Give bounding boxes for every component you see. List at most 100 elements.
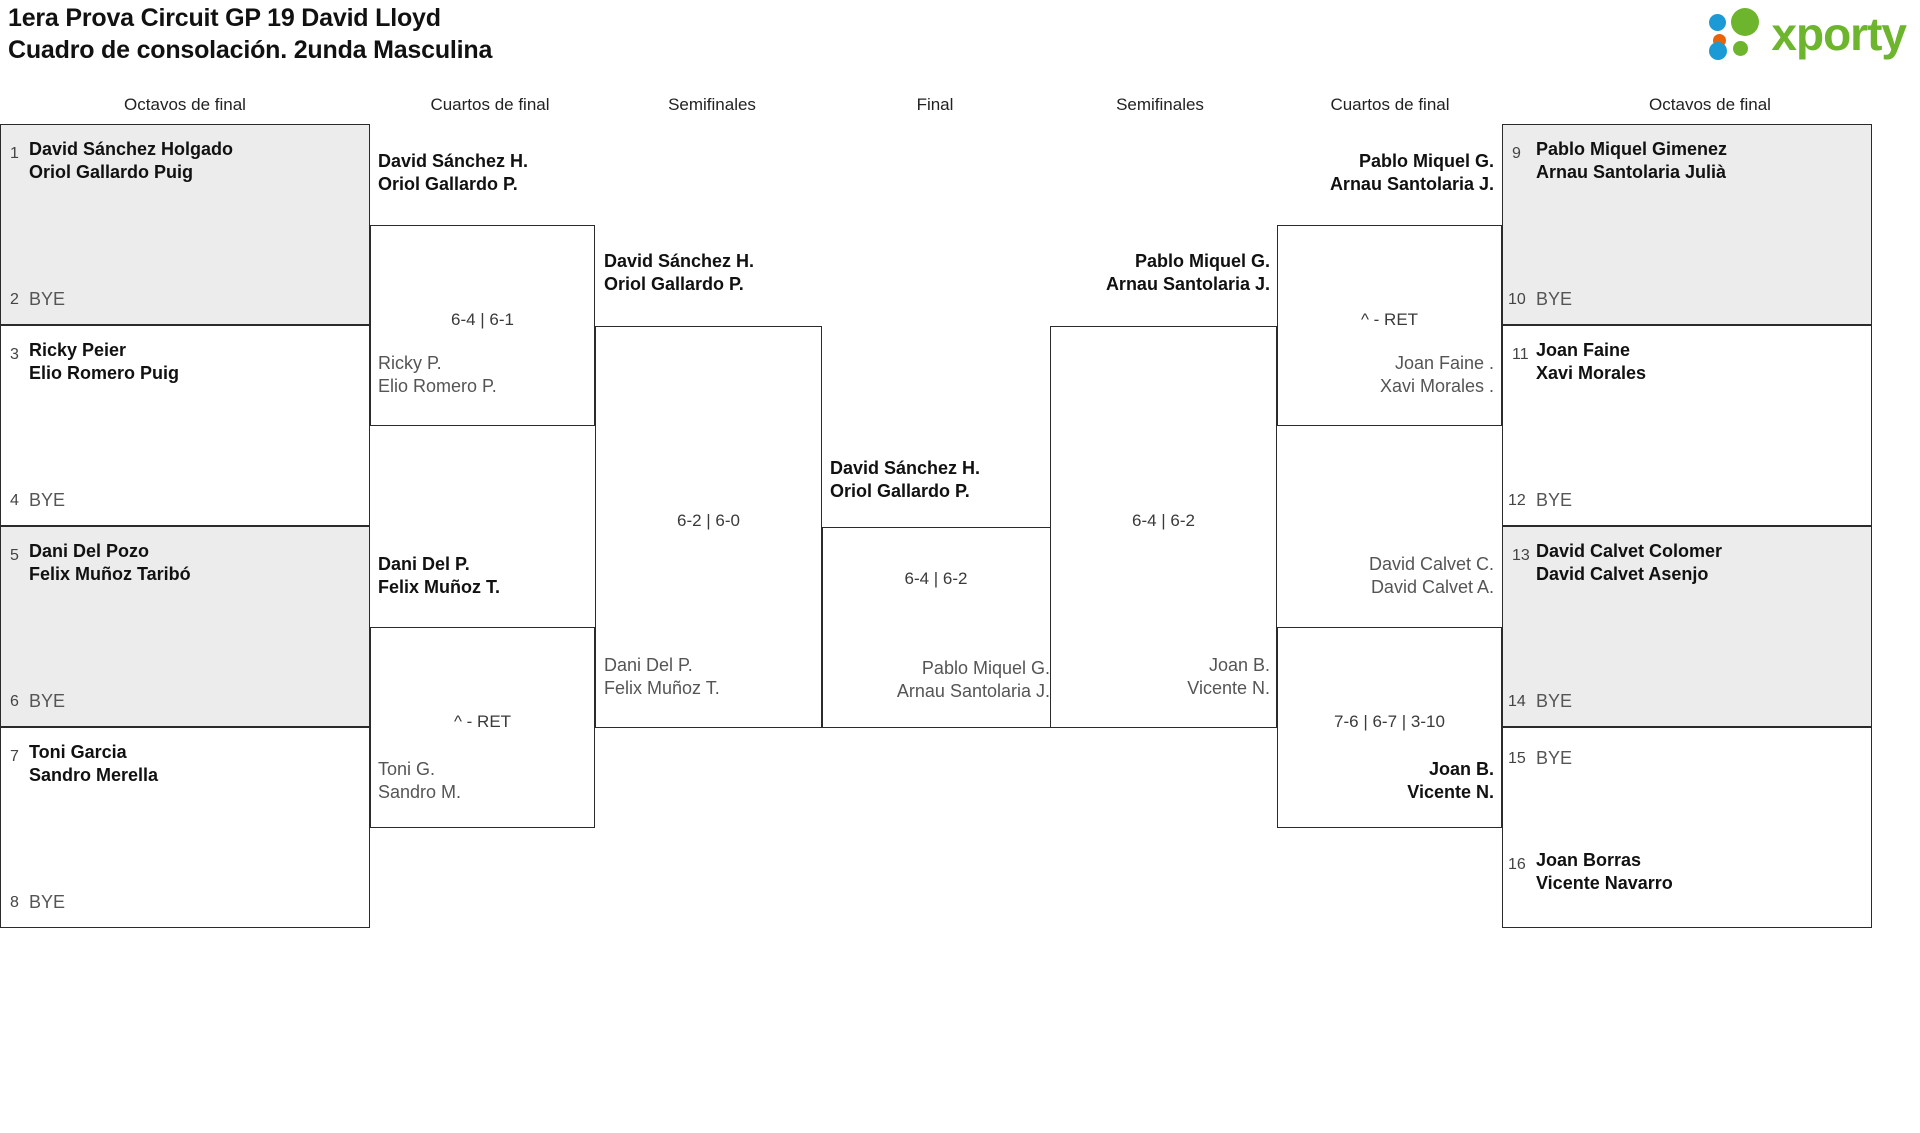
player-name: Sandro Merella (29, 765, 159, 785)
player-name: Joan Faine (1536, 340, 1631, 360)
right-octavos-pair-1[interactable]: 9 Pablo Miquel Gimenez Arnau Santolaria … (1502, 124, 1872, 325)
match-player-name: Felix Muñoz T. (378, 577, 501, 597)
seed-number: 8 (10, 894, 19, 911)
player-name: Toni Garcia (29, 742, 127, 762)
bye-label: BYE (1536, 748, 1573, 768)
round-header-final: Final (916, 95, 954, 114)
match-player-name: Dani Del P. (378, 554, 470, 574)
bye-label: BYE (29, 490, 66, 510)
match-player-name: Joan B. (1428, 759, 1494, 779)
player-name: Felix Muñoz Taribó (29, 564, 191, 584)
match-player-name: Toni G. (378, 759, 436, 779)
match-player-name: Sandro M. (378, 782, 462, 802)
bye-label: BYE (1536, 490, 1573, 510)
bye-label: BYE (29, 892, 66, 912)
match-player-name: Arnau Santolaria J. (1105, 274, 1270, 294)
match-score: 7-6 | 6-7 | 3-10 (1334, 712, 1445, 731)
seed-number: 16 (1508, 856, 1526, 873)
round-header-left-cuartos: Cuartos de final (430, 95, 550, 114)
final-score: 6-4 | 6-2 (904, 569, 968, 588)
match-player-name: Vicente N. (1187, 678, 1270, 698)
left-cuartos-match-1[interactable]: 6-4 | 6-1 (370, 225, 595, 426)
left-cuartos-match-2[interactable]: ^ - RET (370, 627, 595, 828)
seed-number: 6 (10, 693, 19, 710)
left-octavos-pair-4[interactable]: 7 Toni Garcia Sandro Merella 8 BYE (0, 727, 370, 928)
match-player-name: Arnau Santolaria J. (1329, 174, 1494, 194)
seed-number: 12 (1508, 492, 1526, 509)
player-name: Pablo Miquel Gimenez (1536, 139, 1728, 159)
match-score: ^ - RET (453, 712, 512, 731)
player-name: Oriol Gallardo Puig (29, 162, 194, 182)
match-score: 6-4 | 6-1 (450, 310, 514, 329)
match-player-name: Elio Romero P. (378, 376, 497, 396)
match-player-name: David Sánchez H. (604, 251, 755, 271)
right-cuartos-match-2[interactable]: 7-6 | 6-7 | 3-10 (1277, 627, 1502, 828)
round-header-right-cuartos: Cuartos de final (1330, 95, 1450, 114)
xporty-logo: xporty (1709, 6, 1907, 62)
bye-label: BYE (1536, 691, 1573, 711)
player-name: Elio Romero Puig (29, 363, 180, 383)
match-player-name: Vicente N. (1407, 782, 1494, 802)
match-player-name: David Sánchez H. (378, 151, 529, 171)
right-cuartos-match-1[interactable]: ^ - RET (1277, 225, 1502, 426)
logo-dots-icon (1709, 8, 1765, 60)
match-player-name: Pablo Miquel G. (1358, 151, 1494, 171)
match-player-name: Ricky P. (378, 353, 442, 373)
match-player-name: Arnau Santolaria J. (896, 681, 1050, 701)
right-octavos-pair-4[interactable]: 15 BYE 16 Joan Borras Vicente Navarro (1502, 727, 1872, 928)
player-name: Xavi Morales (1536, 363, 1647, 383)
round-header-right-octavos: Octavos de final (1649, 95, 1771, 114)
match-player-name: Oriol Gallardo P. (604, 274, 744, 294)
left-octavos-pair-1[interactable]: 1 David Sánchez Holgado Oriol Gallardo P… (0, 124, 370, 325)
match-player-name: Joan B. (1208, 655, 1270, 675)
match-player-name: Pablo Miquel G. (921, 658, 1050, 678)
right-octavos-pair-3[interactable]: 13 David Calvet Colomer David Calvet Ase… (1502, 526, 1872, 727)
title-line-2: Cuadro de consolación. 2unda Masculina (8, 36, 493, 64)
player-name: Joan Borras (1536, 850, 1642, 870)
left-octavos-pair-3[interactable]: 5 Dani Del Pozo Felix Muñoz Taribó 6 BYE (0, 526, 370, 727)
seed-number: 1 (10, 145, 19, 162)
match-player-name: David Sánchez H. (830, 458, 981, 478)
bye-label: BYE (1536, 289, 1573, 309)
seed-number: 5 (10, 547, 19, 564)
player-name: Vicente Navarro (1536, 873, 1673, 893)
match-player-name: Pablo Miquel G. (1134, 251, 1270, 271)
match-player-name: Joan Faine . (1394, 353, 1494, 373)
player-name: David Calvet Colomer (1536, 541, 1723, 561)
player-name: Dani Del Pozo (29, 541, 150, 561)
left-octavos-pair-2[interactable]: 3 Ricky Peier Elio Romero Puig 4 BYE (0, 325, 370, 526)
player-name: Ricky Peier (29, 340, 127, 360)
seed-number: 2 (10, 291, 19, 308)
final-match-left[interactable] (822, 527, 1050, 728)
player-name: David Calvet Asenjo (1536, 564, 1709, 584)
match-player-name: David Calvet A. (1370, 577, 1494, 597)
seed-number: 15 (1508, 750, 1526, 767)
seed-number: 4 (10, 492, 19, 509)
round-header-left-octavos: Octavos de final (124, 95, 246, 114)
logo-wordmark: xporty (1771, 8, 1907, 60)
match-score: 6-2 | 6-0 (676, 511, 740, 530)
page-title: 1era Prova Circuit GP 19 David Lloyd Cua… (8, 2, 908, 66)
match-player-name: Oriol Gallardo P. (378, 174, 518, 194)
seed-number: 7 (10, 748, 19, 765)
left-semis-match-1[interactable]: 6-2 | 6-0 (595, 326, 822, 728)
round-header-right-semis: Semifinales (1116, 95, 1204, 114)
right-octavos-pair-2[interactable]: 11 Joan Faine Xavi Morales 12 BYE (1502, 325, 1872, 526)
match-player-name: David Calvet C. (1368, 554, 1494, 574)
match-player-name: Oriol Gallardo P. (830, 481, 970, 501)
title-line-1: 1era Prova Circuit GP 19 David Lloyd (8, 4, 441, 32)
seed-number: 11 (1512, 346, 1529, 363)
player-name: Arnau Santolaria Julià (1536, 162, 1727, 182)
seed-number: 3 (10, 346, 19, 363)
match-player-name: Felix Muñoz T. (604, 678, 720, 698)
seed-number: 10 (1508, 291, 1526, 308)
match-score: ^ - RET (1360, 310, 1419, 329)
match-score: 6-4 | 6-2 (1131, 511, 1195, 530)
bye-label: BYE (29, 289, 66, 309)
right-semis-match-1[interactable]: 6-4 | 6-2 (1050, 326, 1277, 728)
match-player-name: Dani Del P. (604, 655, 693, 675)
seed-number: 9 (1512, 145, 1521, 162)
seed-number: 13 (1512, 547, 1530, 564)
player-name: David Sánchez Holgado (29, 139, 234, 159)
bye-label: BYE (29, 691, 66, 711)
